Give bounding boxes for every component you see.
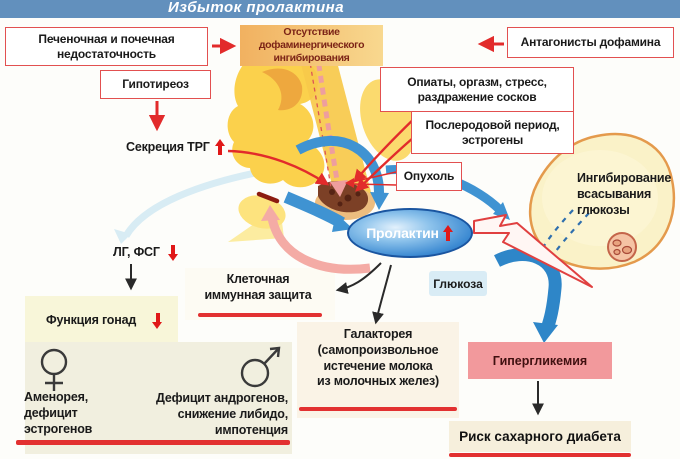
black-effect-arrows [125, 262, 544, 416]
page-title: Избыток пролактина [168, 0, 345, 16]
pink-feedback-arrow [261, 205, 371, 274]
background-panels [25, 268, 459, 454]
blue-arrow-to-hyperglycemia [494, 248, 562, 343]
box-diabetes-risk: Риск сахарного диабета [449, 421, 631, 452]
box-postpartum-estrogens: Послеродовой период, эстрогены [411, 111, 574, 154]
label-cell-immune-defense: Клеточная иммунная защита [204, 272, 312, 302]
box-opiates-orgasm-stress: Опиаты, оргазм, стресс, раздражение соск… [380, 67, 574, 112]
box-tumor: Опухоль [396, 162, 462, 191]
cell-nucleus [607, 232, 637, 262]
lightning-bolt [473, 214, 593, 288]
label-lh-fsh: ЛГ, ФСГ [113, 244, 179, 261]
male-symbol-icon [240, 346, 281, 388]
down-arrow-icon [152, 312, 163, 329]
prolactin-node: Пролактин [347, 208, 473, 258]
underline-galactorrhea [299, 407, 457, 411]
label-glucose-uptake-inhibition: Ингибирование всасывания глюкозы [577, 171, 672, 217]
label-galactorrhea: Галакторея (самопроизвольное истечение м… [317, 327, 439, 389]
box-dopamine-antagonists: Антагонисты дофамина [507, 27, 674, 58]
prolactin-label: Пролактин [366, 225, 439, 241]
faint-feedback-arrow [114, 168, 261, 244]
up-arrow-icon [214, 139, 226, 156]
underline-immune [198, 313, 322, 317]
box-hyperglycemia: Гипергликемия [468, 342, 612, 379]
box-hypothyroidism: Гипотиреоз [100, 70, 211, 99]
label-gonad-function: Функция гонад [46, 312, 163, 329]
label-trg-secretion: Секреция ТРГ [126, 139, 226, 156]
title-bar: Избыток пролактина [0, 0, 680, 18]
box-liver-kidney-failure: Печеночная и почечная недостаточность [5, 27, 208, 66]
label-male-effects: Дефицит андрогенов, снижение либидо, имп… [155, 391, 288, 437]
label-female-effects: Аменорея, дефицит эстрогенов [24, 390, 93, 436]
underline-diabetes-risk [449, 453, 631, 457]
underline-gonadal-effects [16, 440, 290, 445]
inhibition-minus-dash [256, 191, 280, 204]
up-arrow-icon [442, 224, 454, 242]
red-cause-arrows [148, 35, 504, 192]
down-arrow-icon [167, 244, 179, 261]
female-symbol-icon [40, 348, 68, 391]
target-cell-illustration [528, 132, 676, 270]
box-no-dopaminergic-inhibition: Отсутствие дофаминергического ингибирова… [240, 25, 383, 66]
glucose-chip: Глюкоза [429, 271, 487, 296]
